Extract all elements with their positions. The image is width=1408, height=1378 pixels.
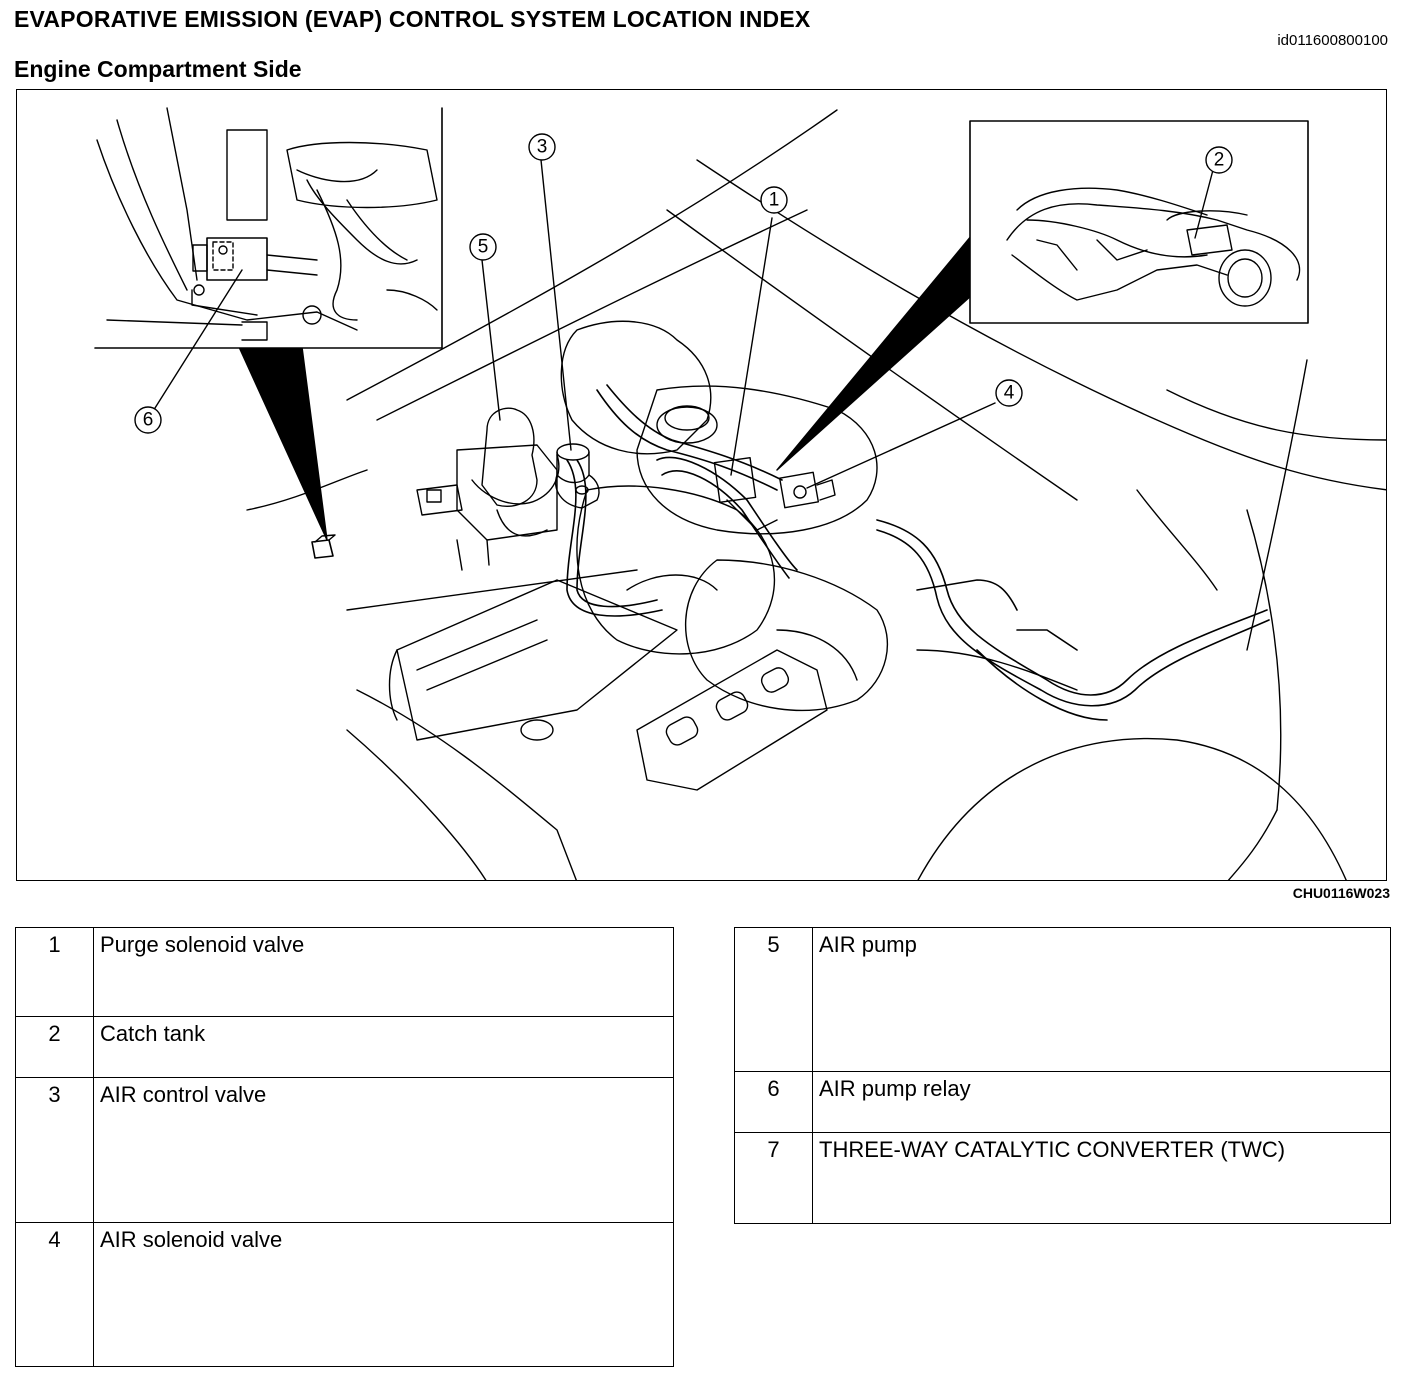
legend-label: THREE-WAY CATALYTIC CONVERTER (TWC) bbox=[812, 1132, 1391, 1224]
callout-4: 4 bbox=[995, 379, 1023, 407]
callout-1-label: 1 bbox=[769, 190, 780, 211]
callout-3-label: 3 bbox=[537, 137, 548, 158]
engine-illustration: 1 2 3 4 5 6 bbox=[94, 107, 1386, 880]
legend-table-right: 5 AIR pump 6 AIR pump relay 7 THREE-WAY … bbox=[734, 927, 1391, 1224]
legend-number: 2 bbox=[15, 1016, 94, 1078]
legend-row: 6 AIR pump relay bbox=[734, 1071, 1391, 1133]
legend-row: 5 AIR pump bbox=[734, 927, 1391, 1072]
legend-row: 2 Catch tank bbox=[15, 1016, 674, 1078]
legend-number: 1 bbox=[15, 927, 94, 1017]
air-control-valve-drawing bbox=[555, 443, 600, 509]
legend-number: 7 bbox=[734, 1132, 813, 1224]
relay-inset bbox=[94, 107, 443, 409]
legend-row: 4 AIR solenoid valve bbox=[15, 1222, 674, 1367]
solenoid-valves-drawing bbox=[713, 456, 836, 531]
relay-marker bbox=[311, 534, 336, 559]
callout-1: 1 bbox=[760, 186, 788, 214]
vacuum-hoses bbox=[566, 384, 1270, 721]
legend-row: 1 Purge solenoid valve bbox=[15, 927, 674, 1017]
legend-number: 5 bbox=[734, 927, 813, 1072]
vehicle-body-outline bbox=[246, 109, 1386, 880]
air-pump-drawing bbox=[416, 407, 560, 571]
legend-label: AIR control valve bbox=[93, 1077, 674, 1223]
callout-2-label: 2 bbox=[1214, 150, 1225, 171]
legend-number: 6 bbox=[734, 1071, 813, 1133]
engine-compartment-figure: 1 2 3 4 5 6 bbox=[16, 89, 1387, 881]
callout-6-label: 6 bbox=[143, 410, 154, 431]
section-subtitle: Engine Compartment Side bbox=[14, 56, 302, 82]
callout-6: 6 bbox=[134, 406, 162, 434]
legend-table-left: 1 Purge solenoid valve 2 Catch tank 3 AI… bbox=[15, 927, 674, 1367]
legend-label: AIR solenoid valve bbox=[93, 1222, 674, 1367]
page-title: EVAPORATIVE EMISSION (EVAP) CONTROL SYST… bbox=[14, 6, 811, 32]
figure-code: CHU0116W023 bbox=[1292, 885, 1390, 901]
legend-number: 4 bbox=[15, 1222, 94, 1367]
legend-label: Purge solenoid valve bbox=[93, 927, 674, 1017]
document-id: id011600800100 bbox=[1277, 32, 1388, 49]
legend-label: AIR pump bbox=[812, 927, 1391, 1072]
callout-5-label: 5 bbox=[478, 237, 489, 258]
callout-leader-lines bbox=[481, 159, 996, 489]
callout-5: 5 bbox=[469, 233, 497, 261]
legend-row: 3 AIR control valve bbox=[15, 1077, 674, 1223]
legend-label: Catch tank bbox=[93, 1016, 674, 1078]
callout-3: 3 bbox=[528, 133, 556, 161]
legend-label: AIR pump relay bbox=[812, 1071, 1391, 1133]
legend-number: 3 bbox=[15, 1077, 94, 1223]
callout-2: 2 bbox=[1205, 146, 1233, 174]
engine-block bbox=[388, 320, 889, 791]
legend-row: 7 THREE-WAY CATALYTIC CONVERTER (TWC) bbox=[734, 1132, 1391, 1224]
catch-tank-inset bbox=[969, 120, 1309, 324]
callout-4-label: 4 bbox=[1004, 383, 1015, 404]
